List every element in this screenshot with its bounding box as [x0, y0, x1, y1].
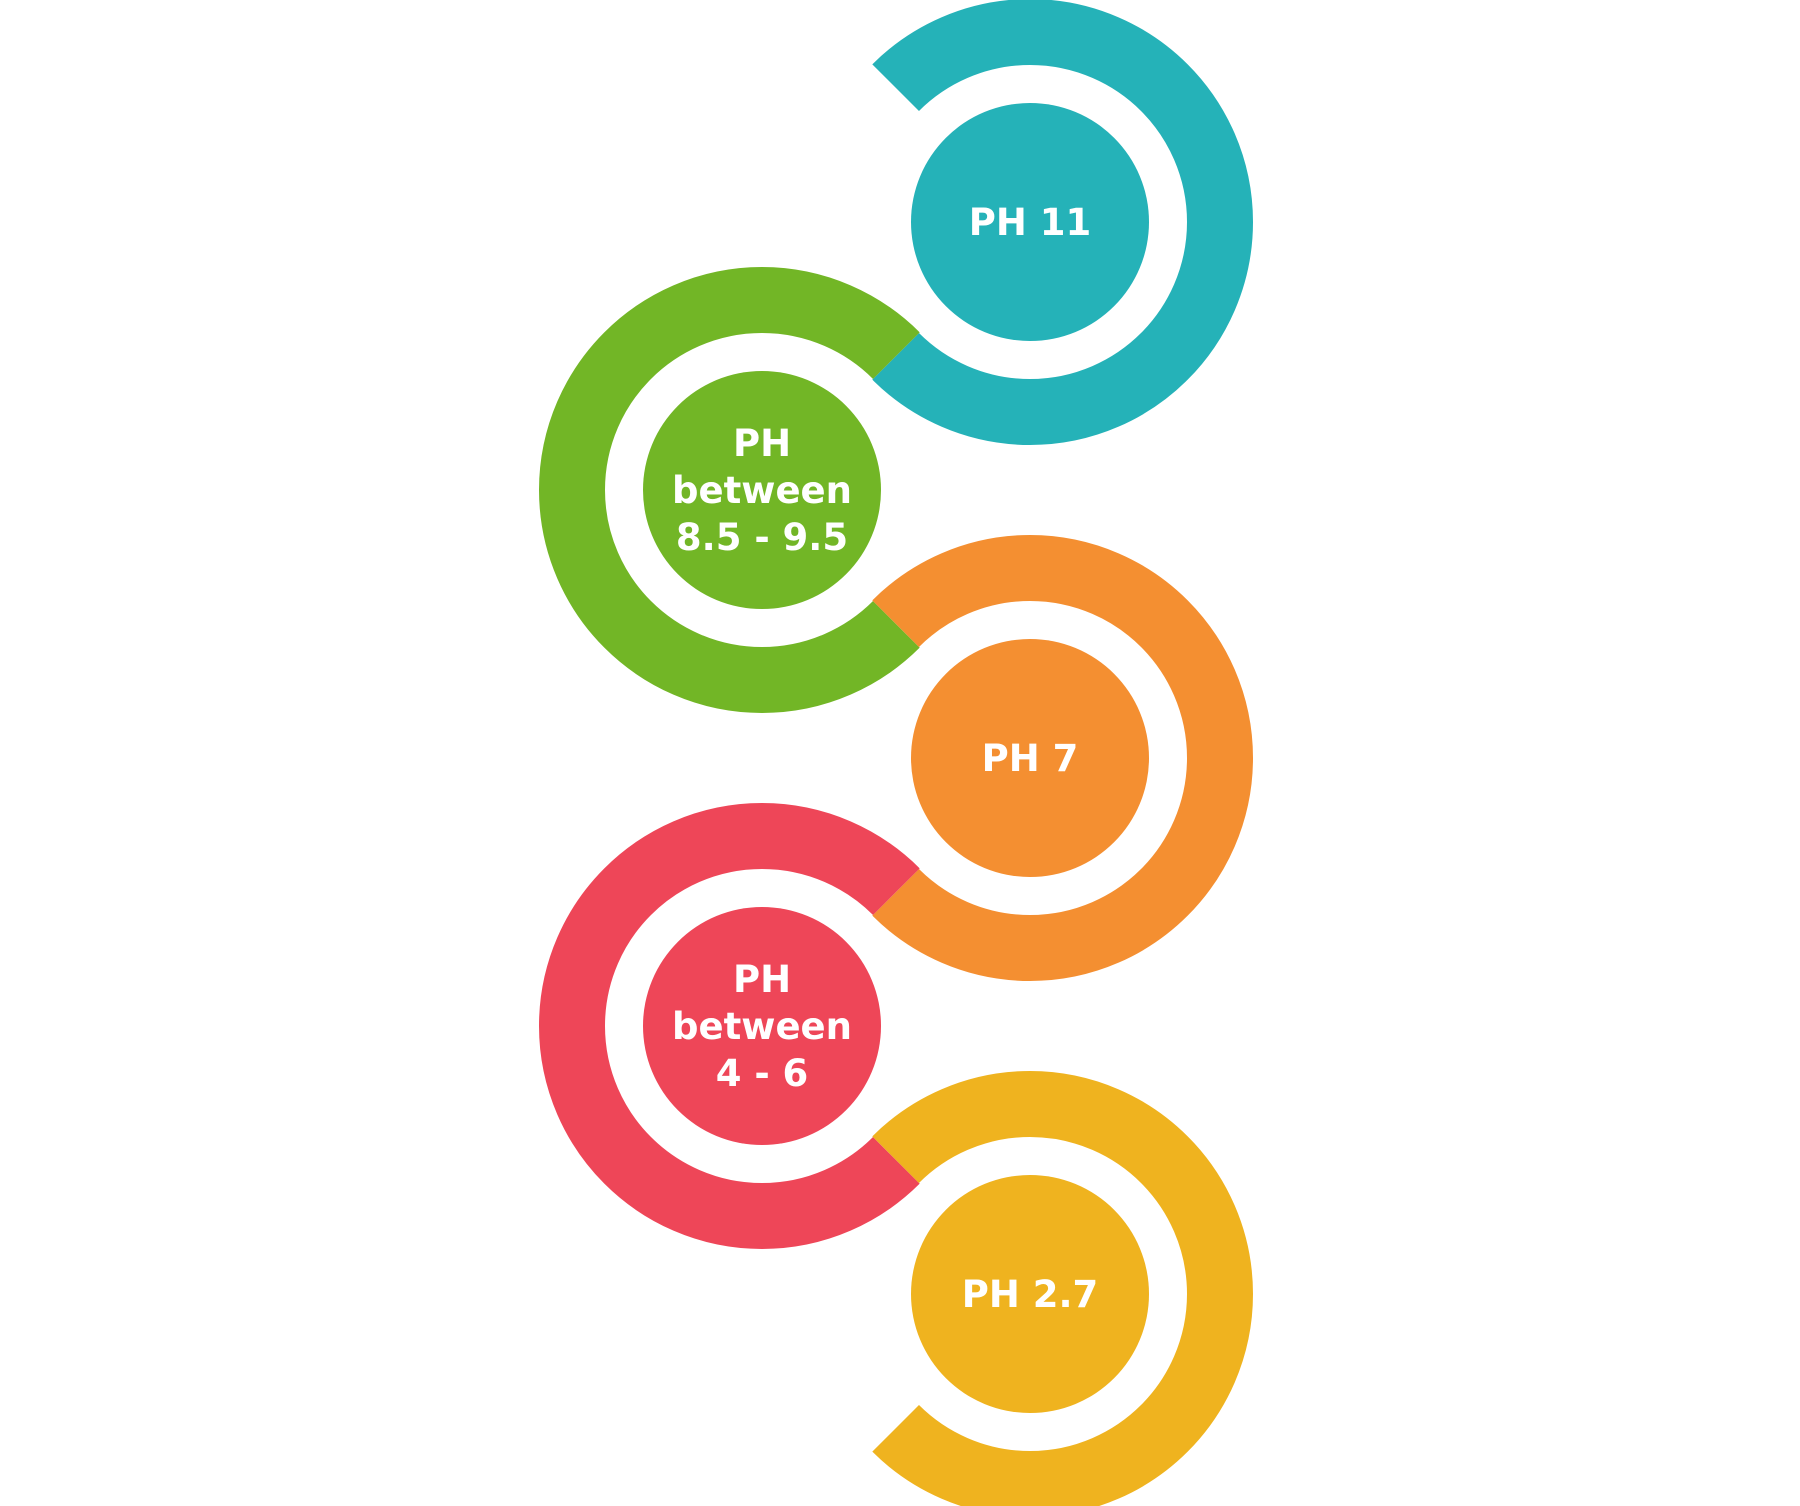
node-ph-7: PH 7 — [911, 639, 1149, 877]
disc-ph-4-6 — [643, 907, 881, 1145]
ring-ph-4-6 — [539, 803, 920, 1249]
label-ph-4-6-line-2: between — [672, 1005, 852, 1048]
node-ph-11: PH 11 — [911, 103, 1149, 341]
ring-ph-7 — [872, 535, 1253, 981]
disc-ph-7 — [911, 639, 1149, 877]
label-ph-8-5-9-5-line-1: PH — [733, 422, 791, 465]
node-ph-2-7: PH 2.7 — [911, 1175, 1149, 1413]
label-ph-8-5-9-5-line-2: between — [672, 469, 852, 512]
label-ph-7-line-1: PH 7 — [982, 737, 1079, 780]
ring-ph-8-5-9-5 — [539, 267, 920, 713]
label-ph-11-line-1: PH 11 — [969, 201, 1091, 244]
disc-ph-2-7 — [911, 1175, 1149, 1413]
ring-ph-11 — [872, 0, 1253, 445]
disc-ph-8-5-9-5 — [643, 371, 881, 609]
ring-ph-2-7 — [872, 1071, 1253, 1506]
label-ph-8-5-9-5-line-3: 8.5 - 9.5 — [676, 516, 848, 559]
label-ph-4-6-line-3: 4 - 6 — [716, 1052, 809, 1095]
label-ph-2-7-line-1: PH 2.7 — [962, 1273, 1099, 1316]
disc-ph-11 — [911, 103, 1149, 341]
connector-rings — [539, 0, 1253, 1506]
label-ph-4-6-line-1: PH — [733, 958, 791, 1001]
